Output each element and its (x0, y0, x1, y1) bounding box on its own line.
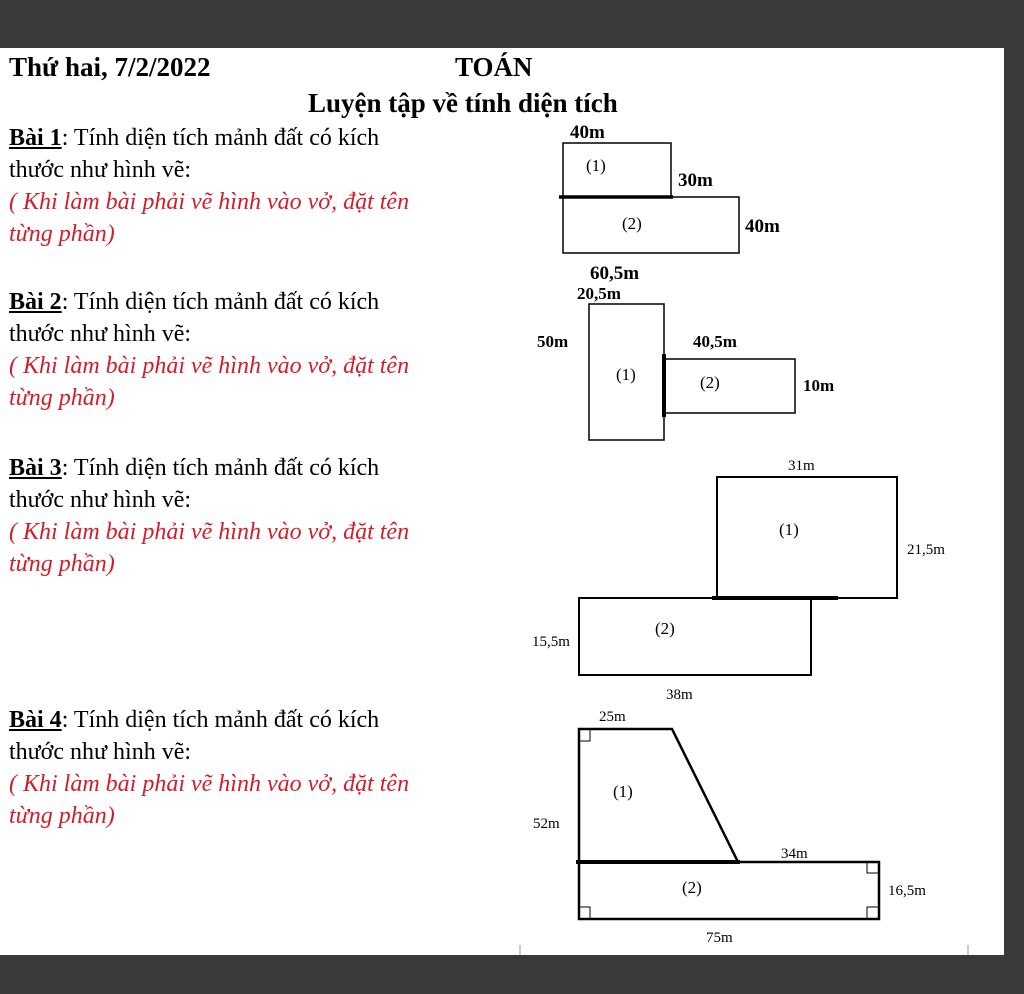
figure-4-step: 34m (781, 846, 808, 862)
exercise-4-note-2: từng phần) (9, 803, 115, 829)
exercise-1-note-1: ( Khi làm bài phải vẽ hình vào vở, đặt t… (9, 189, 410, 215)
exercise-3-label: Bài 3 (9, 455, 62, 481)
figure-3-part-1-shape (716, 476, 898, 599)
figure-1-part-1-shape (562, 142, 672, 198)
exercise-4-note-1: ( Khi làm bài phải vẽ hình vào vở, đặt t… (9, 771, 410, 797)
figure-3-part-1-label: (1) (779, 520, 799, 539)
exercise-3: Bài 3: Tính diện tích mảnh đất có kích t… (9, 452, 529, 580)
lesson-date: Thứ hai, 7/2/2022 (9, 52, 211, 82)
figure-2-tall-width: 20,5m (577, 284, 621, 303)
figure-3-top-width: 31m (788, 458, 815, 474)
exercise-1-task: Bài 1: Tính diện tích mảnh đất có kích (9, 125, 380, 151)
figure-3-bottom-width: 38m (666, 687, 693, 703)
exercise-2-task: Bài 2: Tính diện tích mảnh đất có kích (9, 289, 380, 315)
figure-2-tall-height: 50m (537, 332, 568, 351)
figure-1-part-2-label: (2) (622, 214, 642, 233)
figure-1-right-small: 30m (678, 170, 713, 191)
exercise-4-task-text: Tính diện tích mảnh đất có kích (73, 707, 380, 733)
figure-2-small-height: 10m (803, 376, 834, 395)
exercise-1: Bài 1: Tính diện tích mảnh đất có kích t… (9, 122, 529, 250)
exercise-3-task: Bài 3: Tính diện tích mảnh đất có kích (9, 455, 380, 481)
figure-4-bottom-height: 16,5m (888, 883, 926, 899)
exercise-1-note-2: từng phần) (9, 221, 115, 247)
figure-4-part-1-label: (1) (613, 782, 633, 801)
figure-4-top-base: 25m (599, 709, 626, 725)
exercise-2-task-cont: thước như hình vẽ: (9, 321, 192, 347)
figure-1-part-2-shape (562, 196, 740, 254)
exercise-3-task-cont: thước như hình vẽ: (9, 487, 192, 513)
figure-4-height: 52m (533, 816, 560, 832)
figure-4-part-1-shape (577, 727, 741, 864)
subject-title: TOÁN (455, 52, 533, 82)
figure-4-right-angle-top-right (866, 862, 879, 874)
figure-1-top-width: 40m (570, 122, 605, 143)
figure-3-bottom-height: 15,5m (532, 634, 570, 650)
exercise-4: Bài 4: Tính diện tích mảnh đất có kích t… (9, 704, 529, 832)
figure-4-part-2-shape (577, 860, 881, 921)
exercise-4-task-cont: thước như hình vẽ: (9, 739, 192, 765)
exercise-2-label: Bài 2 (9, 289, 62, 315)
exercise-2-note-1: ( Khi làm bài phải vẽ hình vào vở, đặt t… (9, 353, 410, 379)
figure-2-part-2-shape (663, 358, 796, 414)
figure-1: 40m 30m 40m (1) (2) (559, 122, 780, 254)
exercise-3-task-text: Tính diện tích mảnh đất có kích (73, 455, 380, 481)
figure-3: 31m 21,5m 15,5m 38m (1) (2) (532, 458, 945, 703)
exercise-4-task: Bài 4: Tính diện tích mảnh đất có kích (9, 707, 380, 733)
exercise-3-note-1: ( Khi làm bài phải vẽ hình vào vở, đặt t… (9, 519, 410, 545)
figure-2-total-width: 60,5m (590, 263, 639, 284)
figure-1-part-1-label: (1) (586, 156, 606, 175)
exercise-1-task-text: Tính diện tích mảnh đất có kích (73, 125, 380, 151)
figure-4-bottom-width: 75m (706, 930, 733, 946)
worksheet-page (0, 48, 1004, 955)
exercise-4-label: Bài 4 (9, 707, 62, 733)
figure-3-part-2-shape (578, 597, 812, 676)
figure-4-right-angle-bottom-right (866, 906, 879, 919)
figure-3-part-2-label: (2) (655, 619, 675, 638)
page-edge-marks (519, 945, 969, 955)
figure-4: 25m 52m 34m 16,5m 75m (1) (2) (533, 709, 926, 946)
figure-4-right-angle-bottom-left (579, 906, 591, 919)
exercise-2-note-2: từng phần) (9, 385, 115, 411)
lesson-title: Luyện tập về tính diện tích (308, 88, 618, 118)
figure-3-top-height: 21,5m (907, 542, 945, 558)
exercise-3-note-2: từng phần) (9, 551, 115, 577)
exercise-2-task-text: Tính diện tích mảnh đất có kích (73, 289, 380, 315)
figure-4-right-angle-top-left (579, 729, 591, 742)
figure-2-part-1-label: (1) (616, 365, 636, 384)
figure-1-right-big: 40m (745, 216, 780, 237)
figure-2-small-width: 40,5m (693, 332, 737, 351)
figure-4-part-2-label: (2) (682, 878, 702, 897)
figure-2-part-2-label: (2) (700, 373, 720, 392)
exercise-1-task-cont: thước như hình vẽ: (9, 157, 192, 183)
exercise-1-label: Bài 1 (9, 125, 62, 151)
figure-2: 60,5m 20,5m 50m 40,5m 10m (1) (2) (537, 263, 834, 441)
exercise-2: Bài 2: Tính diện tích mảnh đất có kích t… (9, 286, 529, 414)
